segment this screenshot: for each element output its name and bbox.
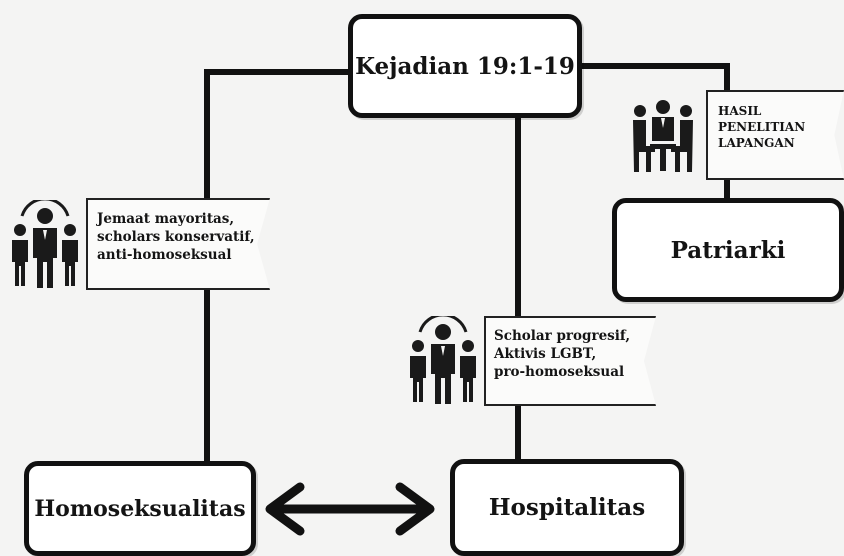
node-hospitalitas-label: Hospitalitas	[488, 494, 646, 521]
node-kejadian-label: Kejadian 19:1-19	[355, 52, 575, 80]
double-arrow-icon	[265, 482, 435, 536]
node-patriarki: Patriarki	[612, 198, 844, 302]
node-hospitalitas: Hospitalitas	[450, 459, 684, 556]
flag-right-line-3: LAPANGAN	[718, 135, 795, 150]
node-homoseksualitas-label: Homoseksualitas	[34, 495, 246, 522]
flag-middle: Scholar progresif, Aktivis LGBT, pro-hom…	[484, 316, 656, 406]
connector-top-left	[204, 69, 355, 203]
node-homoseksualitas: Homoseksualitas	[24, 461, 256, 556]
node-patriarki-label: Patriarki	[670, 236, 786, 264]
flag-right-line-1: HASIL	[718, 104, 762, 118]
flag-right-line-2: PENELITIAN	[718, 119, 806, 134]
group-of-people-icon	[12, 200, 78, 288]
flag-left-line-2: scholars konservatif,	[97, 228, 255, 245]
flag-middle-line-1: Scholar progresif,	[494, 328, 631, 344]
flag-middle-line-3: pro-homoseksual	[494, 363, 625, 380]
flag-left-line-1: Jemaat mayoritas,	[97, 211, 235, 227]
flag-left-line-3: anti-homoseksual	[97, 246, 232, 263]
flag-right: HASIL PENELITIAN LAPANGAN	[706, 90, 844, 180]
connector-top-right	[577, 63, 730, 93]
flag-left: Jemaat mayoritas, scholars konservatif, …	[86, 198, 270, 290]
meeting-people-icon	[633, 100, 693, 172]
node-kejadian: Kejadian 19:1-19	[348, 14, 582, 118]
group-of-people-icon	[410, 316, 476, 404]
flag-middle-line-2: Aktivis LGBT,	[494, 345, 597, 362]
